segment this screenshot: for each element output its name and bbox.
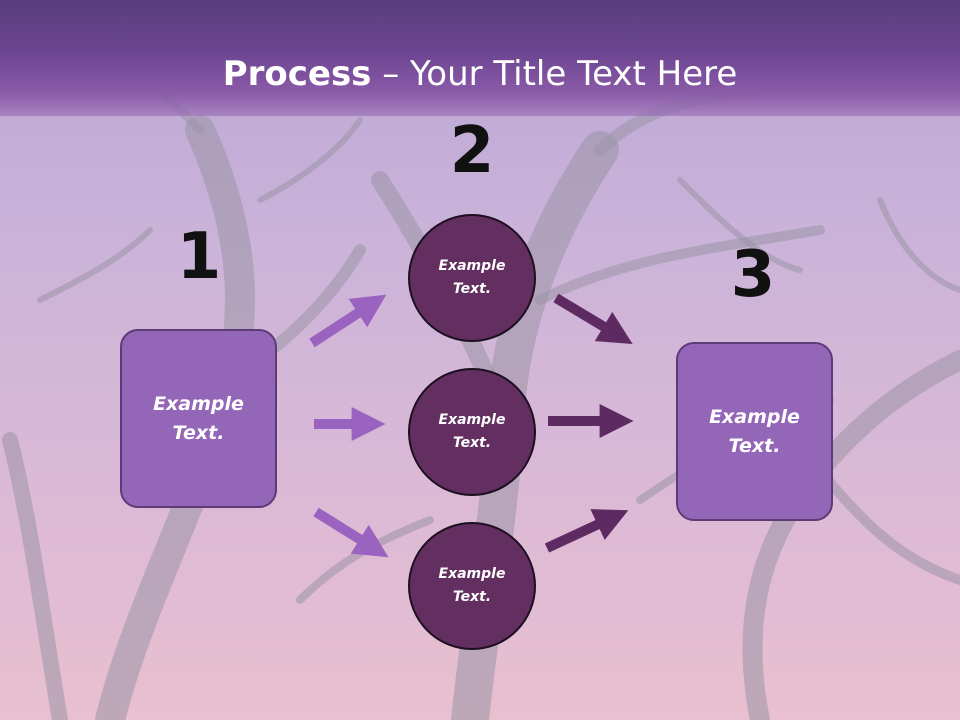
step-2-circle-middle: Example Text. (408, 368, 536, 496)
circle-bottom-text-line-1: Example (438, 566, 506, 582)
step-number-3: 3 (730, 238, 776, 312)
step-1-text-line-1: Example (153, 392, 244, 415)
step-2-circle-top: Example Text. (408, 214, 536, 342)
arrow-1-to-top (309, 294, 387, 348)
circle-top-text-line-1: Example (438, 258, 506, 274)
step-number-1: 1 (176, 220, 222, 294)
circle-top-text-line-2: Text. (452, 281, 492, 297)
step-3-text-line-1: Example (709, 405, 800, 428)
step-2-circle-bottom: Example Text. (408, 522, 536, 650)
slide-title: Process – Your Title Text Here (0, 52, 960, 96)
arrow-top-to-3 (553, 293, 633, 344)
title-bar (0, 0, 960, 116)
arrow-bottom-to-3 (544, 509, 629, 553)
step-1-text-line-2: Text. (172, 421, 225, 444)
circle-middle-text-line-1: Example (438, 412, 506, 428)
circle-bottom-text-line-2: Text. (452, 589, 492, 605)
title-rest: – Your Title Text Here (371, 54, 738, 94)
step-number-2: 2 (449, 114, 495, 188)
title-bold: Process (222, 54, 372, 94)
circle-middle-text-line-2: Text. (452, 435, 492, 451)
step-3-text-line-2: Text. (728, 434, 781, 457)
step-1-box: Example Text. (120, 329, 277, 508)
step-3-box: Example Text. (676, 342, 833, 521)
arrow-1-to-bottom (313, 507, 389, 558)
